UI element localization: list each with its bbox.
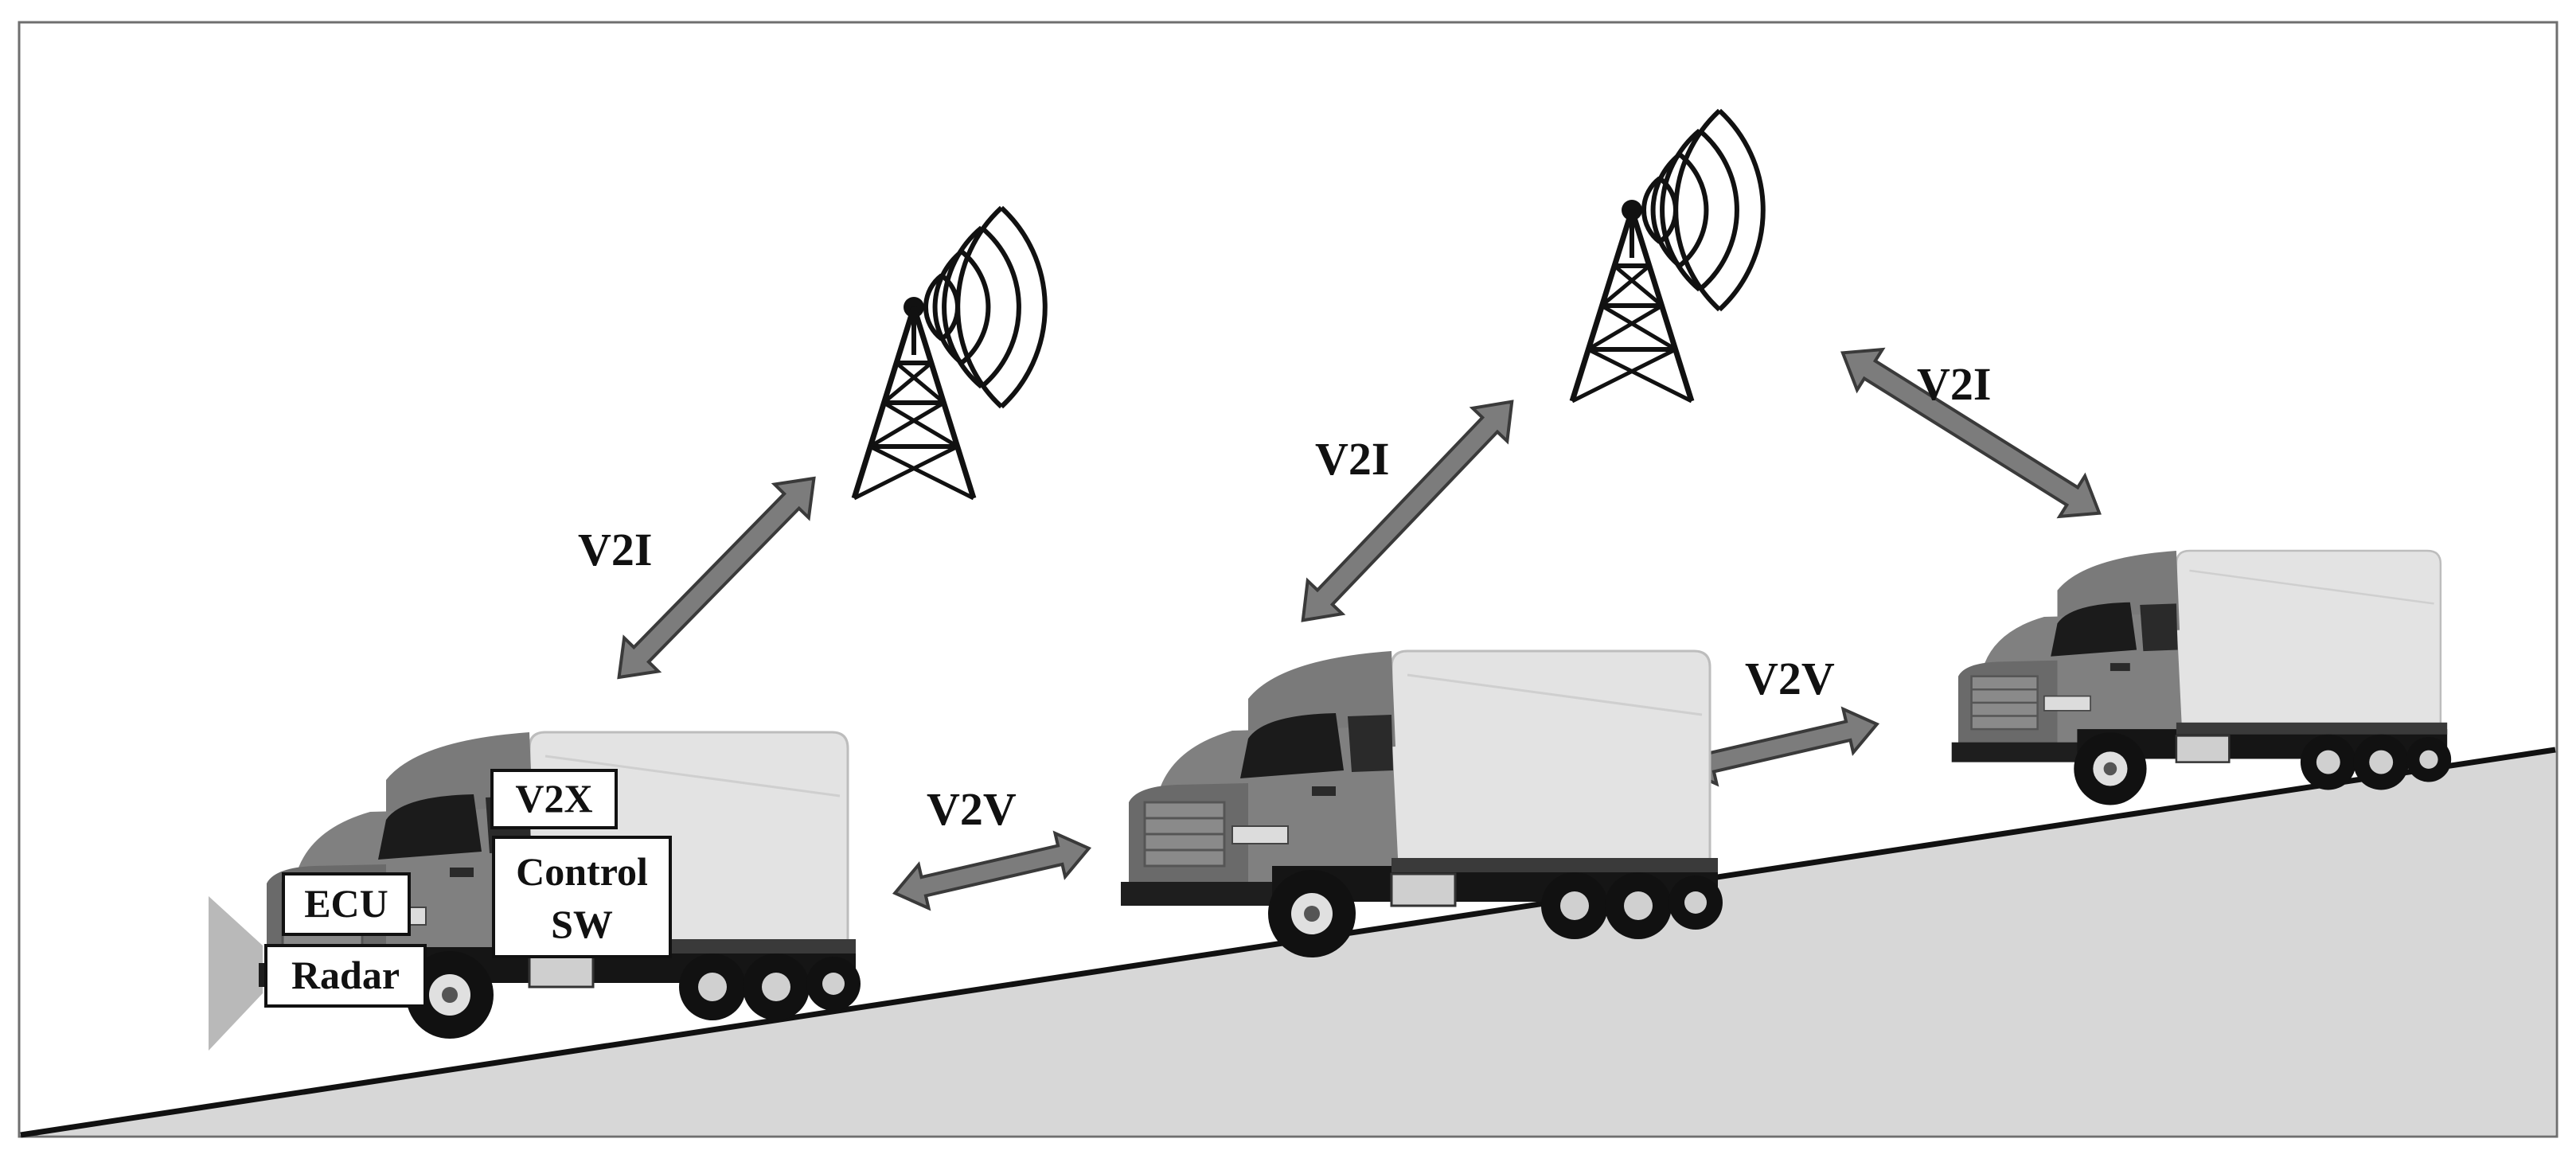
v2v-arrow-left [892, 830, 1092, 911]
v2v-label-right: V2V [1745, 653, 1835, 704]
radar-cone-icon [209, 896, 263, 1051]
v2x-box: V2X [490, 769, 618, 829]
v2i-arrow-middle [1301, 400, 1514, 622]
ecu-label: ECU [304, 881, 388, 926]
v2v-label-left: V2V [927, 783, 1017, 835]
v2i-arrow-right [1840, 347, 2102, 519]
control-sw-label-line1: Control [516, 849, 648, 894]
v2i-arrow-left [617, 476, 816, 680]
radar-label: Radar [291, 953, 400, 997]
v2i-label-middle: V2I [1315, 433, 1389, 485]
v2i-label-left: V2I [578, 524, 652, 575]
radar-box: Radar [264, 944, 427, 1008]
v2x-label: V2X [515, 776, 592, 821]
control-sw-box: Control SW [492, 836, 672, 958]
ecu-box: ECU [282, 872, 411, 936]
control-sw-label-line2: SW [551, 902, 613, 946]
v2i-label-right: V2I [1917, 358, 1991, 410]
